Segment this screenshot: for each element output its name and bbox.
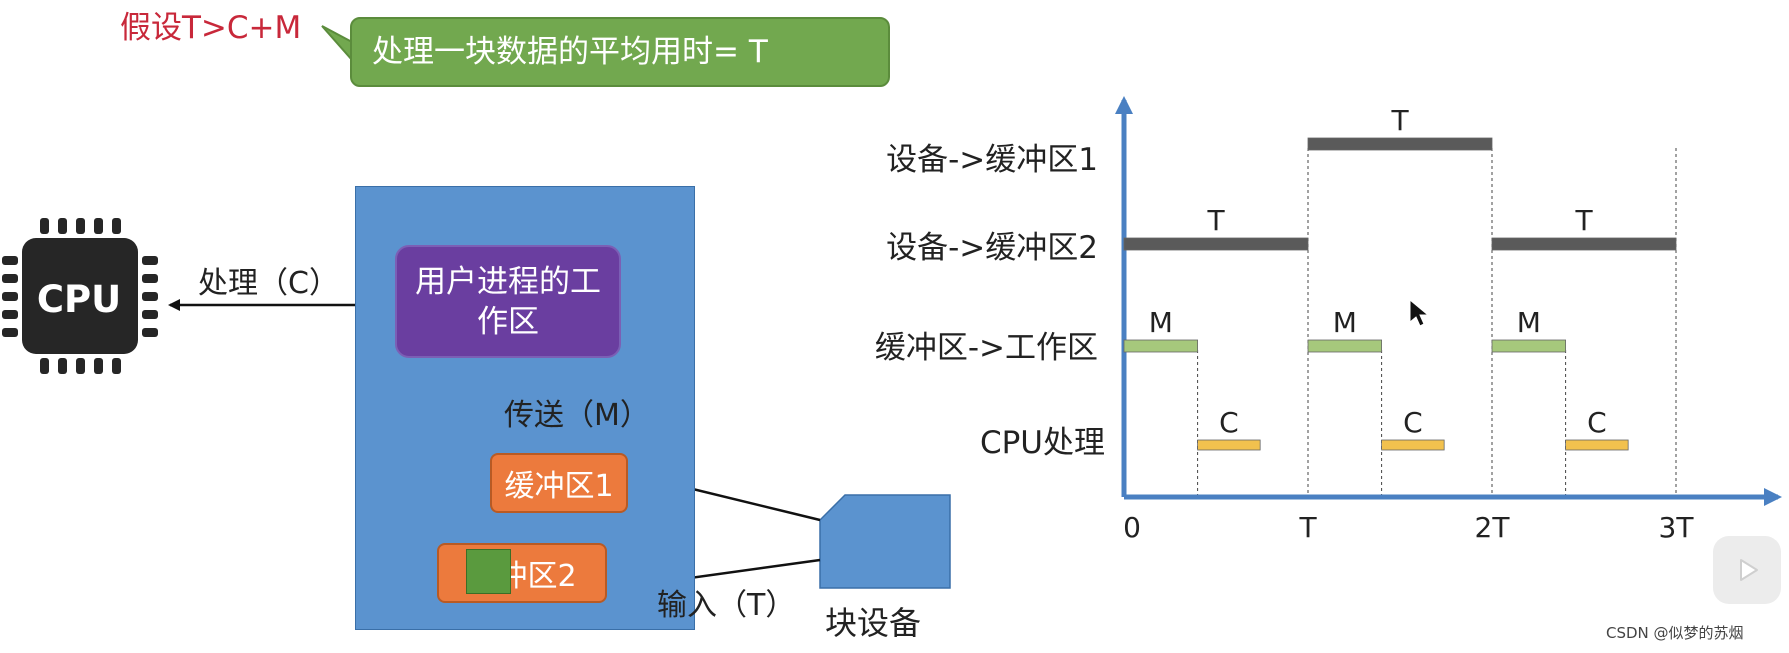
timeline-bar-label-8: C [1403, 406, 1423, 439]
process-label: 处理（C） [198, 266, 339, 301]
work-area-label: 用户进程的工作区 [415, 263, 601, 340]
tick-label-1: T [1298, 511, 1317, 544]
timeline-bar-5 [1307, 339, 1382, 353]
tick-label-2: 2T [1475, 511, 1511, 544]
timeline-bar-label-6: M [1517, 306, 1541, 339]
input-label: 输入（T） [657, 588, 796, 623]
play-button[interactable] [1713, 536, 1781, 604]
data-block-marker [466, 549, 511, 594]
play-icon [1740, 559, 1758, 581]
timeline-bar-label-9: C [1587, 406, 1607, 439]
timeline-bar-label-4: M [1149, 306, 1173, 339]
mouse-cursor-icon [1409, 298, 1430, 327]
timeline-bar-8 [1381, 439, 1445, 451]
timeline-bar-label-7: C [1219, 406, 1239, 439]
watermark: CSDN @似梦的苏烟 [1606, 624, 1744, 642]
timeline-bar-3 [1491, 237, 1677, 251]
timeline-bar-label-2: T [1206, 204, 1225, 237]
timeline-bar-label-5: M [1333, 306, 1357, 339]
work-area: 用户进程的工作区 [395, 245, 621, 358]
tick-label-0: 0 [1123, 511, 1141, 544]
buffer-1-label: 缓冲区1 [504, 469, 614, 504]
row-label-device-buffer2: 设备->缓冲区2 [886, 230, 1098, 266]
assumption-title: 假设T>C+M [120, 10, 302, 46]
block-device-label: 块设备 [825, 604, 922, 642]
cpu-chip-icon [2, 218, 158, 374]
timeline-bar-1 [1307, 137, 1493, 151]
callout-text: 处理一块数据的平均用时= T [372, 34, 768, 70]
transfer-label: 传送（M） [504, 398, 650, 433]
timeline-bar-label-1: T [1390, 104, 1409, 137]
row-label-cpu: CPU处理 [979, 425, 1105, 461]
row-label-device-buffer1: 设备->缓冲区1 [886, 142, 1098, 178]
cpu-label: CPU [36, 278, 122, 321]
timeline-bar-4 [1123, 339, 1198, 353]
row-label-buffer-work: 缓冲区->工作区 [874, 330, 1098, 366]
timeline-bar-7 [1197, 439, 1261, 451]
tick-label-3: 3T [1659, 511, 1695, 544]
timeline-bar-label-3: T [1574, 204, 1593, 237]
timeline-bar-6 [1491, 339, 1566, 353]
buffer-1: 缓冲区1 [490, 453, 628, 513]
block-device-icon [819, 494, 951, 589]
callout-box: 处理一块数据的平均用时= T [350, 17, 890, 87]
timeline-bar-2 [1123, 237, 1309, 251]
buffer-2: 缓冲区2 [437, 543, 607, 603]
timeline-bar-9 [1565, 439, 1629, 451]
